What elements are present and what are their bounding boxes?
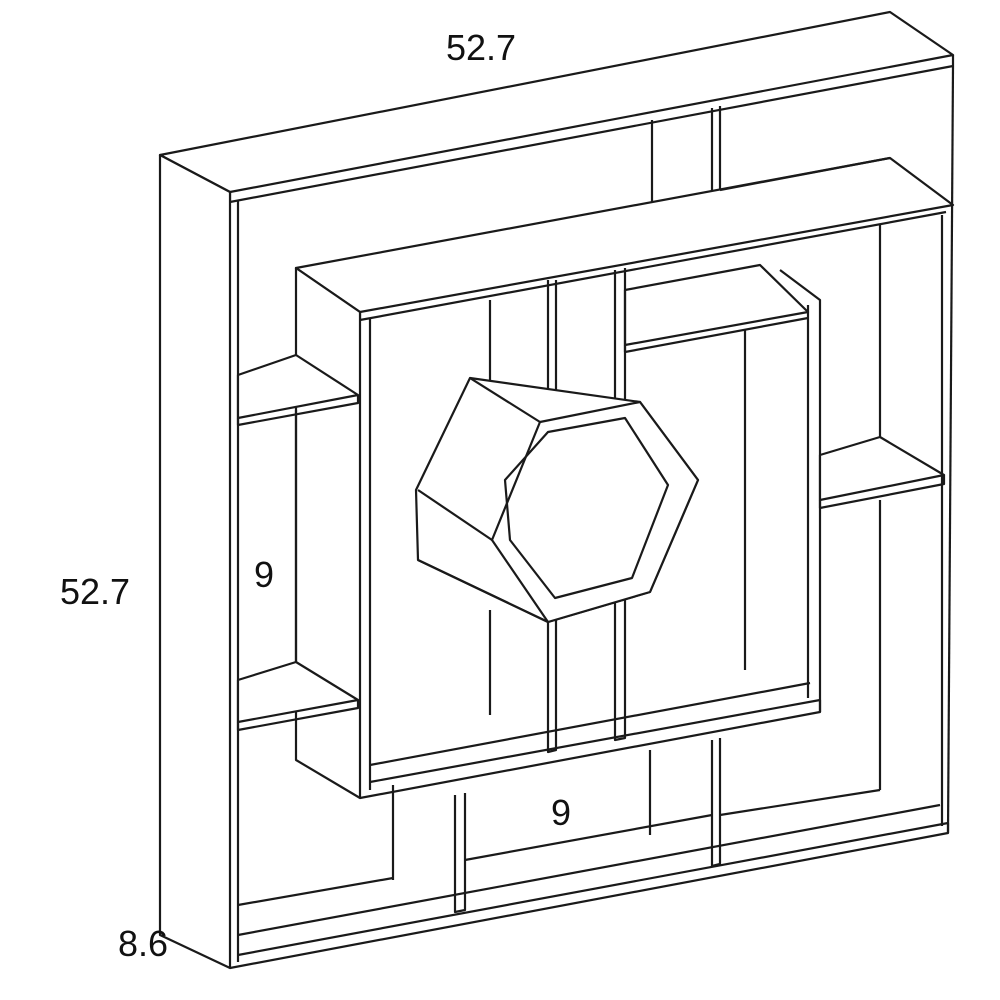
second-board-back (719, 156, 891, 192)
bottom-board (229, 821, 950, 970)
height-dimension-label: 52.7 (60, 571, 131, 612)
bottom-board-top (237, 803, 941, 937)
inner-left-gap-label: 9 (252, 554, 277, 595)
right-middle-shelf-edge (818, 475, 946, 510)
hex-edge-3 (417, 559, 549, 623)
inner-bottom-board (359, 698, 822, 800)
inner-right-board (779, 269, 822, 712)
hex-edge-2 (417, 489, 493, 541)
hexagon-opening (503, 416, 670, 600)
left-upper-shelf-edge (236, 395, 360, 427)
inner-bottom-top (369, 681, 811, 767)
bottom-mid-shelf (464, 813, 713, 862)
left-lower-shelf-edge (236, 700, 360, 732)
inner-top-right-shelf (623, 263, 810, 347)
bottom-divider-right (710, 738, 722, 868)
width-dimension-label: 52.7 (446, 27, 517, 68)
depth-dimension-label: 8.6 (118, 923, 169, 964)
right-board (946, 65, 955, 834)
hex-edge-1 (469, 377, 541, 423)
bottom-left-shelf (237, 876, 394, 907)
inner-bottom-gap-label: 9 (551, 792, 572, 833)
bottom-right-shelf (719, 788, 881, 817)
left-board (158, 153, 232, 970)
right-middle-shelf (818, 435, 946, 502)
bottom-divider-left (453, 793, 467, 914)
top-board (158, 10, 955, 194)
